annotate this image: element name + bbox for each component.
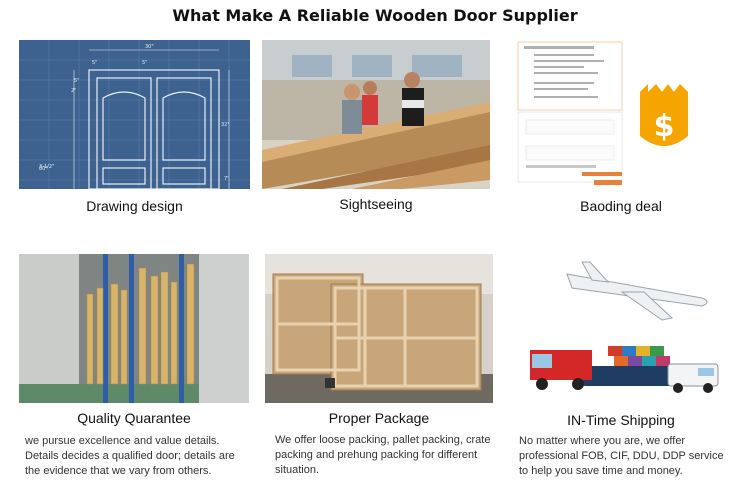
svg-text:2": 2" — [71, 88, 76, 94]
tile-caption-drawing-design: Drawing design — [86, 198, 183, 214]
svg-text:7": 7" — [224, 176, 229, 182]
tile-caption-in-time-shipping: IN-Time Shipping — [567, 412, 675, 428]
svg-text:5": 5" — [92, 60, 97, 66]
svg-text:30": 30" — [145, 44, 154, 50]
tile-caption-quality-guarantee: Quality Quarantee — [77, 410, 191, 426]
svg-text:3-1/2": 3-1/2" — [39, 164, 54, 170]
in-time-shipping-image — [512, 254, 730, 403]
tile-caption-baoding-deal: Baoding deal — [580, 198, 662, 214]
svg-text:5": 5" — [142, 60, 147, 66]
tile-description-quality-guarantee: we pursue excellence and value details. … — [25, 435, 235, 477]
tile-caption-sightseeing: Sightseeing — [339, 196, 413, 212]
quality-guarantee-image — [19, 254, 249, 403]
baoding-deal-image: $ — [512, 40, 730, 189]
proper-package-image — [265, 254, 493, 403]
tile-caption-proper-package: Proper Package — [328, 410, 430, 426]
sightseeing-image — [262, 40, 490, 189]
page-title: What Make A Reliable Wooden Door Supplie… — [172, 6, 578, 25]
svg-text:80": 80" — [39, 166, 48, 172]
drawing-design-image: 30" 5" 5" 5" 2" 32" 80"3-1/2" 7" — [19, 40, 250, 189]
svg-text:$: $ — [654, 109, 675, 144]
svg-text:32": 32" — [221, 122, 230, 128]
tile-description-proper-package: We offer loose packing, pallet packing, … — [275, 434, 491, 476]
svg-text:5": 5" — [74, 78, 79, 84]
tile-description-in-time-shipping: No matter where you are, we offer profes… — [519, 435, 724, 477]
